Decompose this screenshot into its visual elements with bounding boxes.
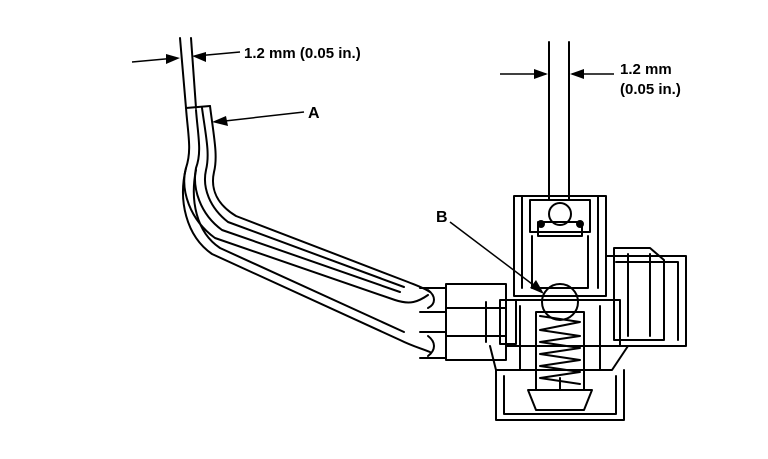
dimension-arrows bbox=[131, 51, 614, 291]
left-dimension-label: 1.2 mm (0.05 in.) bbox=[244, 45, 361, 62]
valve-body bbox=[489, 41, 687, 421]
right-dimension-label-line2: (0.05 in.) bbox=[620, 81, 681, 98]
callout-label-b: B bbox=[436, 209, 448, 226]
right-dimension-label-line1: 1.2 mm bbox=[620, 61, 672, 78]
arrowheads bbox=[166, 52, 584, 294]
callout-label-a: A bbox=[308, 105, 320, 122]
tube-a bbox=[179, 37, 517, 361]
